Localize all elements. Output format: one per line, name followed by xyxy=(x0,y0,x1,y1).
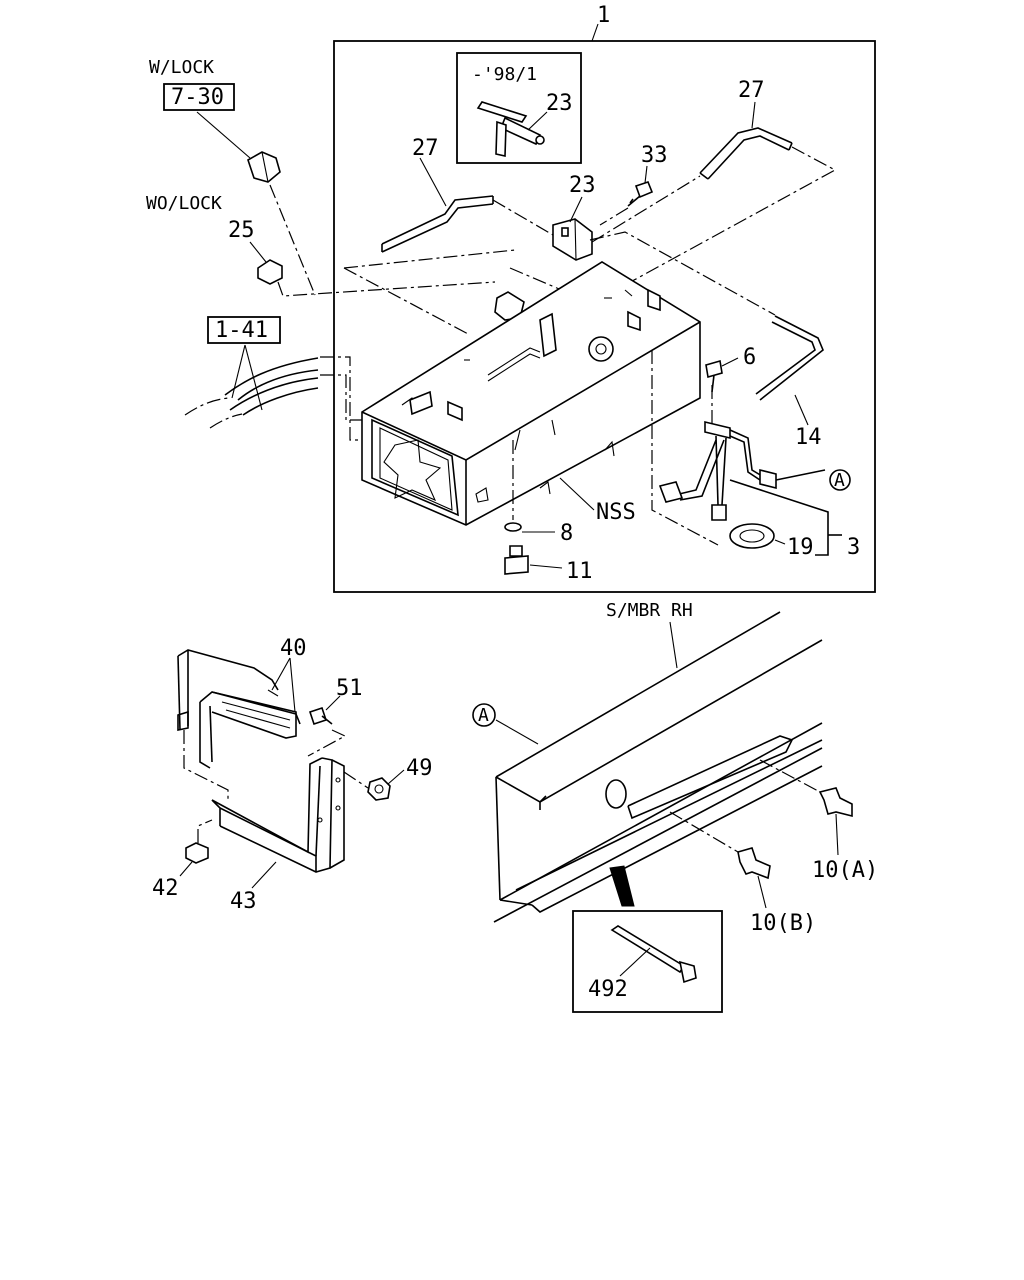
callout-27-right: 27 xyxy=(738,78,765,103)
callout-51: 51 xyxy=(336,676,363,701)
hose-27-left xyxy=(381,157,494,253)
nut-42 xyxy=(179,842,209,877)
wo-lock-label: WO/LOCK xyxy=(146,193,222,214)
inset-pointer-arrow xyxy=(609,865,635,907)
inset-t-joint xyxy=(476,101,548,157)
clip-10b xyxy=(737,847,771,909)
callout-19: 19 xyxy=(787,535,814,560)
inset-date-label: -'98/1 xyxy=(472,64,537,85)
callout-14: 14 xyxy=(795,425,822,450)
callout-27-left: 27 xyxy=(412,136,439,161)
washer-8 xyxy=(504,522,555,533)
callout-inset-23: 23 xyxy=(546,91,573,116)
cable-tie-492 xyxy=(610,925,697,984)
ref-7-30: 7-30 xyxy=(171,85,224,110)
gasket-19 xyxy=(729,523,786,549)
clip-10a xyxy=(818,787,853,856)
connector-a-top: A xyxy=(834,470,845,491)
fuel-tank xyxy=(361,261,701,526)
w-lock-label: W/LOCK xyxy=(149,57,214,78)
callout-23: 23 xyxy=(569,173,596,198)
callout-33: 33 xyxy=(641,143,668,168)
callout-25: 25 xyxy=(228,218,255,243)
screw-6 xyxy=(705,357,739,393)
nut-49 xyxy=(367,769,405,801)
plain-cap-25 xyxy=(249,241,283,285)
callout-10a: 10(A) xyxy=(812,858,878,883)
side-member-rh xyxy=(493,611,823,923)
callout-3: 3 xyxy=(847,535,860,560)
callout-1: 1 xyxy=(597,3,610,28)
inset-box-98 xyxy=(456,52,582,164)
callout-49: 49 xyxy=(406,756,433,781)
filler-hoses xyxy=(184,344,319,429)
callout-40: 40 xyxy=(280,636,307,661)
bolt-51 xyxy=(308,695,341,726)
inset-box-cable-tie xyxy=(572,910,723,1013)
smbr-rh-label: S/MBR RH xyxy=(606,600,693,621)
locking-cap xyxy=(196,111,281,183)
hose-14 xyxy=(755,315,824,426)
callout-8: 8 xyxy=(560,521,573,546)
nss-label: NSS xyxy=(596,500,636,525)
sender-unit-3 xyxy=(658,385,851,521)
ref-1-41: 1-41 xyxy=(215,318,268,343)
connector-a-bottom: A xyxy=(478,705,489,726)
callout-43: 43 xyxy=(230,889,257,914)
plug-11 xyxy=(504,545,563,575)
callout-10b: 10(B) xyxy=(750,911,816,936)
hose-27-right xyxy=(699,101,793,180)
band-40 xyxy=(177,649,301,769)
callout-6: 6 xyxy=(743,345,756,370)
joint-23 xyxy=(552,196,593,261)
bracket-43 xyxy=(211,757,345,889)
assembly-frame xyxy=(333,40,876,593)
callout-492: 492 xyxy=(588,977,628,1002)
ref-box-1-41 xyxy=(207,316,281,344)
ref-box-7-30 xyxy=(163,83,235,111)
callout-42: 42 xyxy=(152,876,179,901)
screw-33 xyxy=(627,165,654,207)
callout-11: 11 xyxy=(566,559,593,584)
